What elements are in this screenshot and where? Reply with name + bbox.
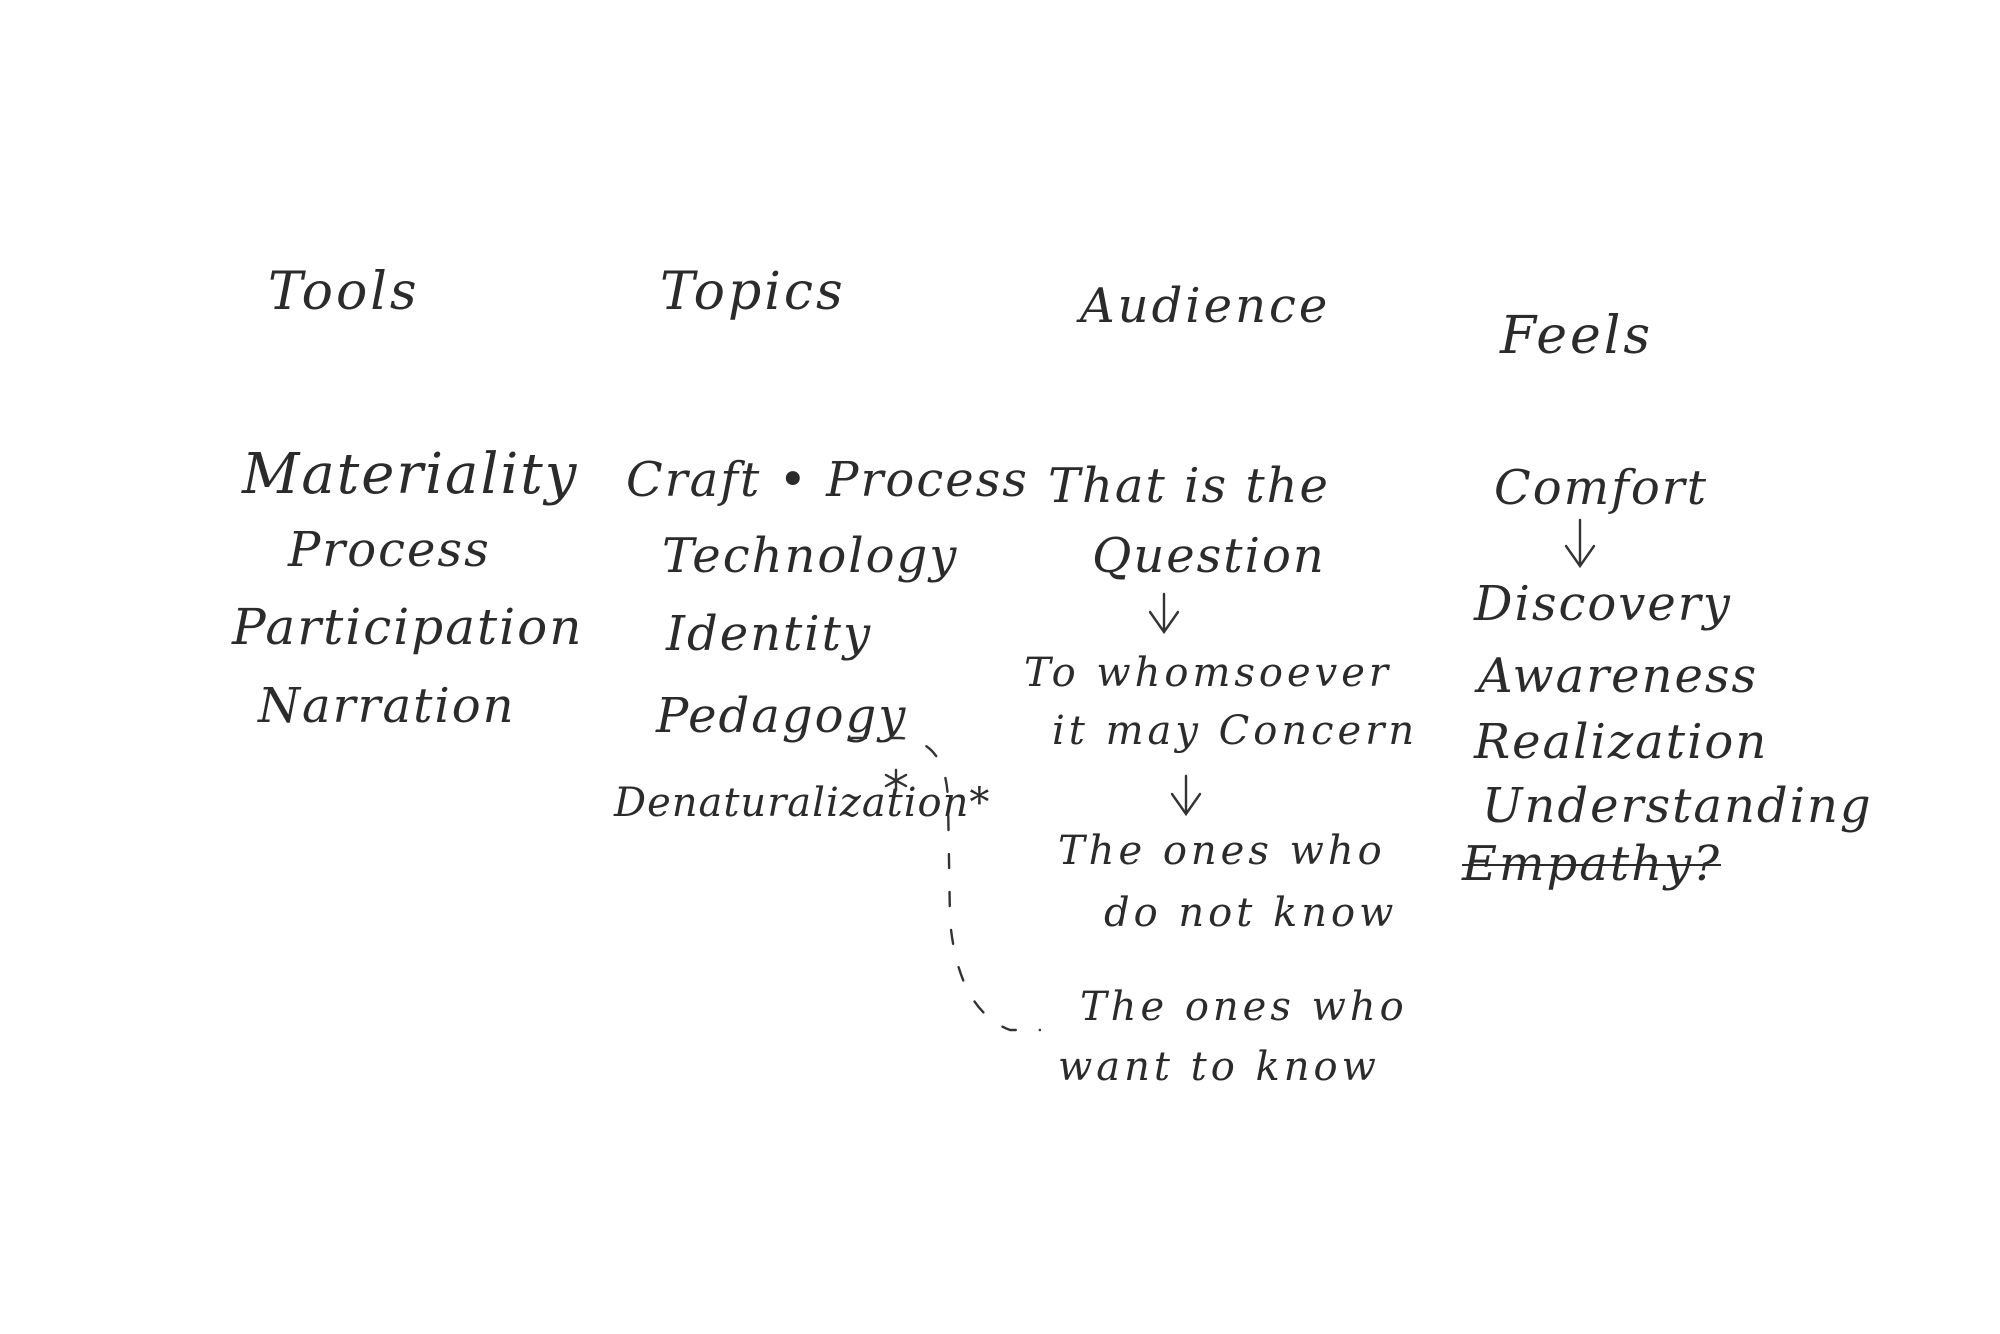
audience-line-do-not-know: do not know bbox=[1104, 890, 1398, 936]
tools-item-participation: Participation bbox=[232, 598, 584, 656]
feels-item-comfort: Comfort bbox=[1494, 460, 1709, 516]
tools-item-narration: Narration bbox=[258, 678, 516, 734]
feels-item-awareness: Awareness bbox=[1478, 648, 1759, 704]
audience-line-it-may-concern: it may Concern bbox=[1052, 708, 1419, 754]
topics-heading: Topics bbox=[660, 262, 846, 322]
audience-line-to-whomsoever: To whomsoever bbox=[1024, 650, 1393, 696]
audience-heading: Audience bbox=[1080, 278, 1331, 334]
feels-item-discovery: Discovery bbox=[1474, 576, 1732, 632]
feels-item-understanding: Understanding bbox=[1482, 778, 1873, 834]
down-arrow-icon bbox=[1148, 592, 1180, 635]
tools-heading: Tools bbox=[268, 262, 420, 322]
down-arrow-icon bbox=[1170, 774, 1202, 817]
topics-item-denaturalization: Denaturalization* bbox=[614, 780, 991, 826]
topics-item-identity: Identity bbox=[666, 606, 873, 662]
feels-item-empathy: Empathy? bbox=[1462, 836, 1721, 892]
tools-item-process: Process bbox=[288, 522, 491, 578]
feels-heading: Feels bbox=[1500, 306, 1654, 366]
audience-line-want-to-know: want to know bbox=[1058, 1044, 1380, 1090]
topics-item-craft-process: Craft • Process bbox=[626, 452, 1029, 508]
down-arrow-icon bbox=[1564, 518, 1596, 569]
tools-item-materiality: Materiality bbox=[242, 442, 579, 507]
topics-item-pedagogy: Pedagogy bbox=[656, 688, 908, 744]
feels-item-realization: Realization bbox=[1474, 714, 1769, 770]
audience-line-the-ones-who-2: The ones who bbox=[1080, 984, 1408, 1030]
audience-line-the-ones-who-1: The ones who bbox=[1058, 828, 1386, 874]
topics-item-technology: Technology bbox=[662, 528, 959, 584]
audience-line-that-is-the: That is the bbox=[1048, 458, 1330, 514]
audience-line-question: Question bbox=[1092, 528, 1326, 584]
